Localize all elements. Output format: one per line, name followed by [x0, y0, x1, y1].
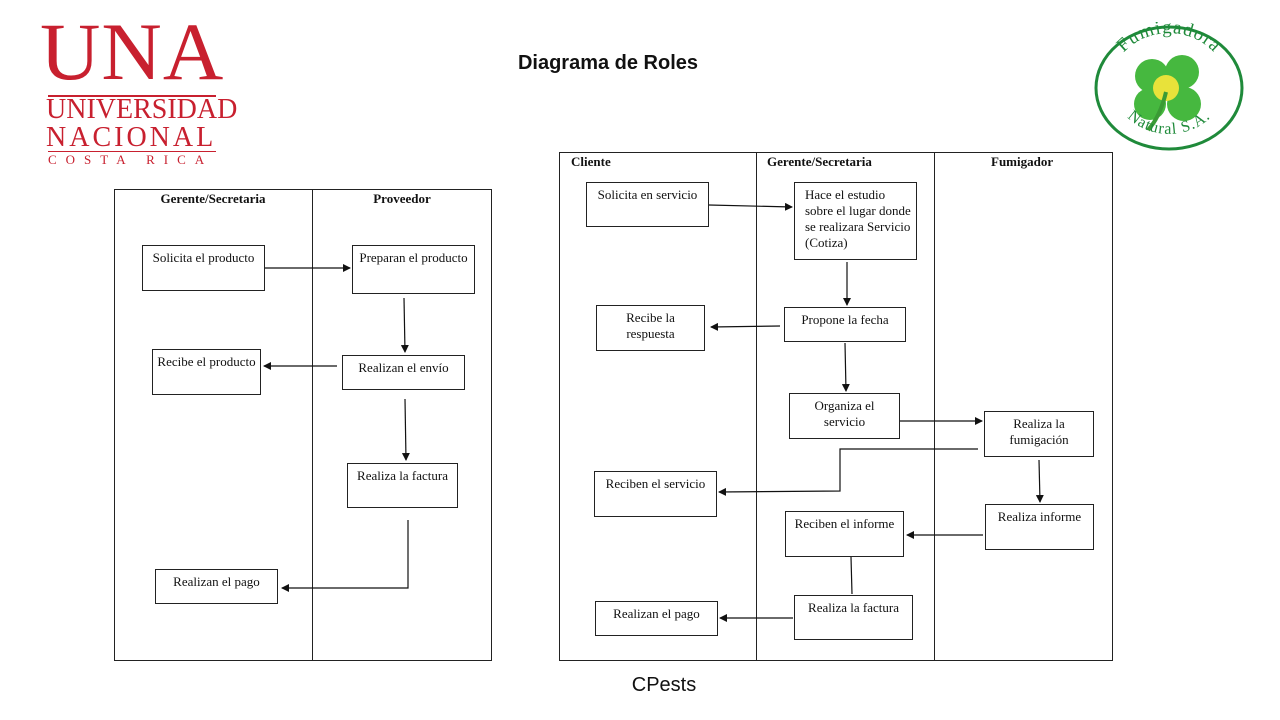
node-reciben-informe: Reciben el informe — [785, 511, 904, 557]
lane-header-cliente: Cliente — [571, 154, 611, 169]
node-realizan-envio: Realizan el envío — [342, 355, 465, 390]
lane-header-proveedor: Proveedor — [373, 191, 431, 206]
arrow — [718, 448, 978, 496]
arrow — [708, 202, 793, 211]
node-realizan-pago: Realizan el pago — [595, 601, 718, 636]
lane-header-gerente: Gerente/Secretaria — [767, 154, 872, 169]
node-realiza-factura: Realiza la factura — [347, 463, 458, 508]
lane-divider — [756, 152, 757, 661]
lane-divider — [934, 152, 935, 661]
arrow — [710, 322, 781, 331]
node-realiza-fumigacion: Realiza la fumigación — [984, 411, 1094, 457]
lane-header-gerente: Gerente/Secretaria — [160, 191, 266, 206]
connector — [850, 556, 853, 595]
node-preparan-producto: Preparan el producto — [352, 245, 475, 294]
node-realizan-pago: Realizan el pago — [155, 569, 278, 604]
node-recibe-producto: Recibe el producto — [152, 349, 261, 395]
footer-label: CPests — [631, 674, 697, 696]
node-recibe-respuesta: Recibe la respuesta — [596, 305, 705, 351]
node-propone-fecha: Propone la fecha — [784, 307, 906, 342]
node-realiza-factura: Realiza la factura — [794, 595, 913, 640]
clover-icon — [1134, 55, 1201, 132]
node-realiza-informe: Realiza informe — [985, 504, 1094, 550]
right-diagram-frame — [559, 152, 1113, 661]
arrow — [401, 398, 410, 461]
arrow — [1035, 459, 1044, 503]
node-hace-estudio: Hace el estudio sobre el lugar donde se … — [794, 182, 917, 260]
una-logo-acronym: UNA — [40, 6, 225, 97]
page-title: Diagrama de Roles — [517, 52, 699, 74]
node-organiza-servicio: Organiza el servicio — [789, 393, 900, 439]
logo-rule — [48, 151, 216, 152]
arrow — [841, 342, 850, 392]
arrow — [281, 520, 409, 592]
una-logo-line2: UNIVERSIDAD — [46, 94, 238, 125]
left-diagram-frame — [114, 189, 492, 661]
fumigadora-logo: Fumigadora Natural S.A. — [1094, 22, 1244, 151]
lane-header-fumigador: Fumigador — [991, 154, 1054, 169]
node-solicita-servicio: Solicita en servicio — [586, 182, 709, 227]
una-logo-line3: NACIONAL — [46, 122, 217, 153]
lane-divider — [312, 189, 313, 661]
arrow — [400, 297, 409, 353]
logo-rule — [48, 95, 216, 97]
una-logo-line4: COSTA RICA — [48, 152, 214, 167]
node-reciben-servicio: Reciben el servicio — [594, 471, 717, 517]
una-logo: UNA UNIVERSIDAD NACIONAL COSTA RICA — [40, 11, 237, 167]
node-solicita-producto: Solicita el producto — [142, 245, 265, 291]
